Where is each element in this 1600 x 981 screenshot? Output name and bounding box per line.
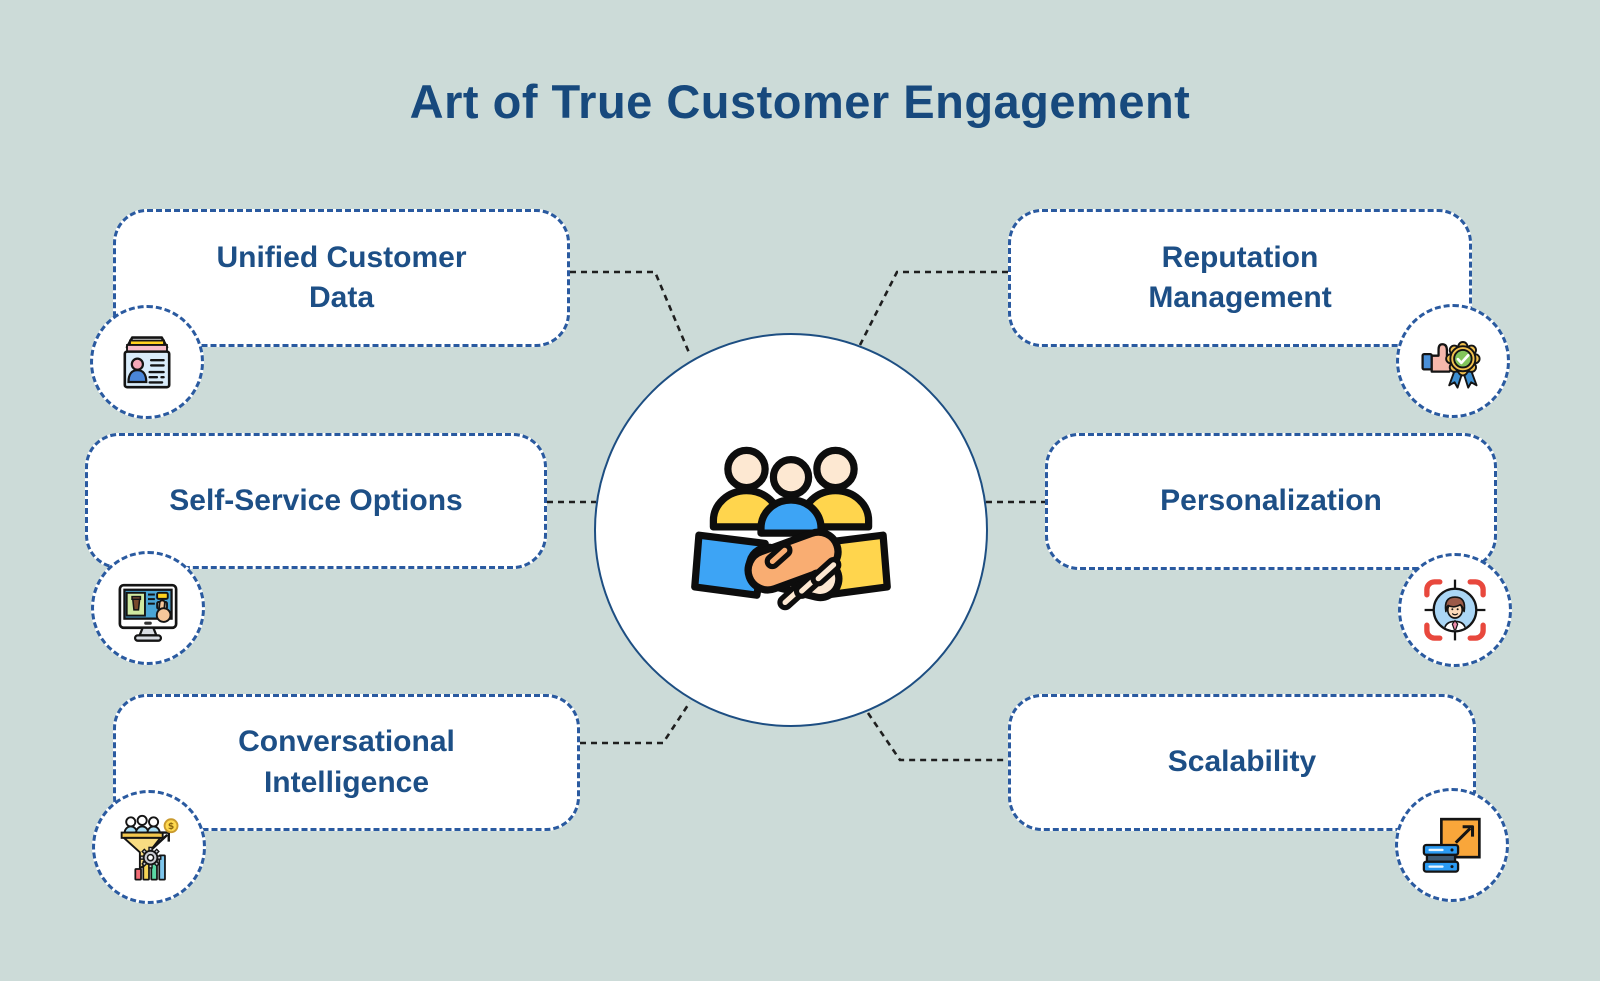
- server-scale-icon: [1422, 817, 1481, 873]
- icon-circle-personalization: [1398, 553, 1512, 667]
- page-title: Art of True Customer Engagement: [409, 75, 1191, 128]
- target-person-icon: [1424, 579, 1486, 641]
- node-label: Conversational Intelligence: [238, 725, 455, 799]
- funnel-analytics-icon: $: [120, 814, 179, 881]
- node-box-reputation-management: Reputation Management: [1008, 209, 1472, 347]
- node-label: Reputation Management: [1148, 240, 1332, 315]
- thumbs-up-badge-icon: [1421, 341, 1481, 389]
- node-label: Personalization: [1160, 484, 1382, 518]
- icon-circle-unified-customer-data: [90, 305, 204, 419]
- handshake-people-icon: [691, 446, 891, 611]
- connector-bottom-right: [866, 712, 1008, 762]
- icon-circle-self-service-options: [91, 551, 205, 665]
- connector-top-right: [858, 270, 1008, 346]
- icon-circle-scalability: [1395, 788, 1509, 902]
- node-label: Unified Customer Data: [216, 240, 467, 315]
- id-card-icon: [123, 336, 171, 389]
- node-box-personalization: Personalization: [1045, 433, 1497, 570]
- node-box-conversational-intelligence: Conversational Intelligence: [113, 694, 580, 831]
- connector-bottom-left: [580, 701, 692, 745]
- node-label: Self-Service Options: [169, 483, 463, 517]
- svg-text:$: $: [168, 822, 174, 832]
- connector-top-left: [570, 270, 692, 356]
- node-label: Scalability: [1167, 745, 1317, 779]
- icon-circle-reputation-management: [1396, 304, 1510, 418]
- icon-circle-conversational-intelligence: $: [92, 790, 206, 904]
- center-circle: [594, 333, 988, 727]
- node-box-scalability: Scalability: [1008, 694, 1476, 831]
- node-box-self-service-options: Self-Service Options: [85, 433, 547, 569]
- kiosk-icon: [118, 583, 178, 642]
